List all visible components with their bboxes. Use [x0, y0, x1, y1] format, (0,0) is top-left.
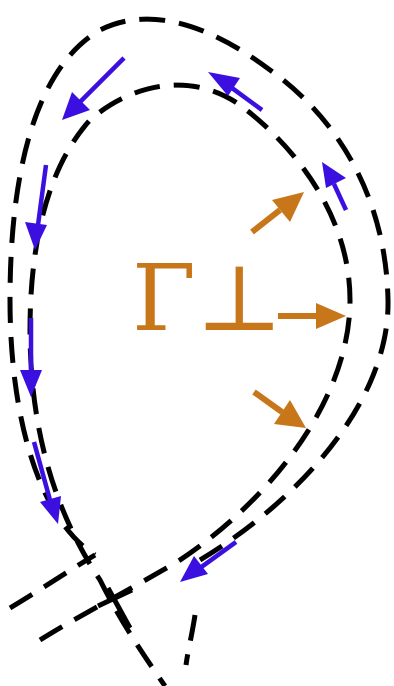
inner-dashed-loop — [30, 85, 350, 686]
outer-tail — [186, 615, 195, 665]
flow-arrow-left-3 — [34, 442, 61, 524]
normal-arrow-lower — [254, 392, 306, 428]
normal-arrow-middle — [278, 303, 346, 329]
gamma-perp-label: Γ⊥ — [132, 245, 282, 352]
normal-arrow-upper — [252, 192, 304, 232]
flow-arrow-left-2 — [20, 318, 42, 397]
flow-arrow-top — [62, 58, 124, 120]
flow-arrow-bottom — [180, 542, 236, 582]
